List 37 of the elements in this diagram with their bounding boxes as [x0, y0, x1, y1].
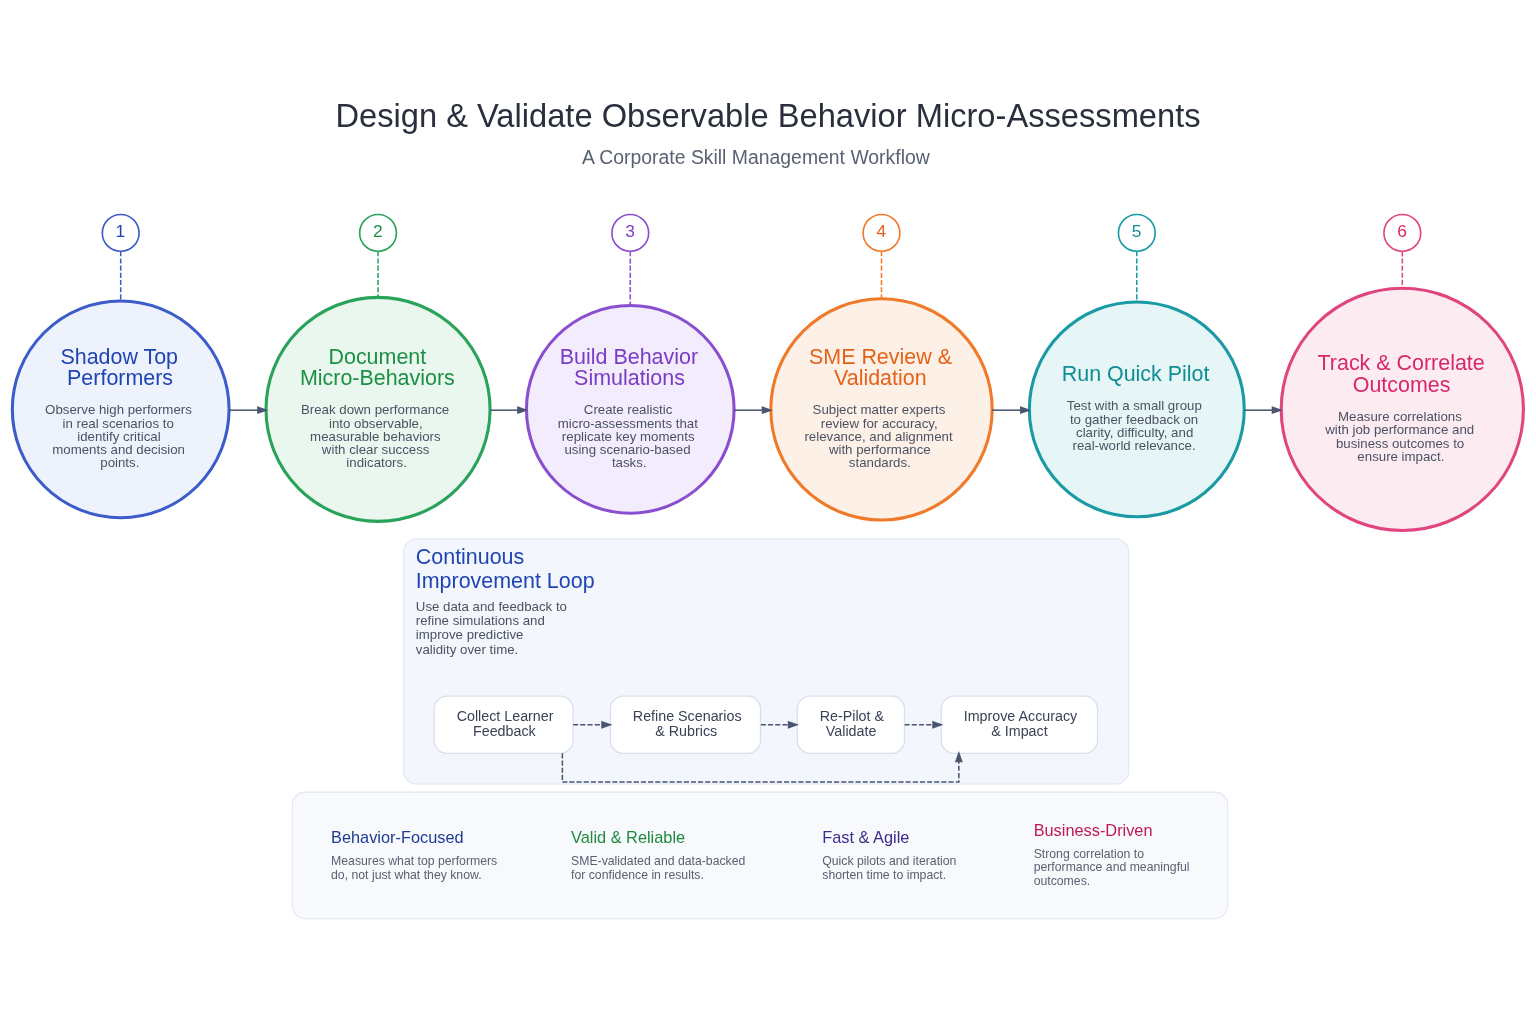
arrow	[903, 720, 944, 729]
node-circle: 6	[1383, 213, 1422, 253]
cluster	[291, 791, 1229, 920]
connector	[629, 250, 632, 307]
arrow	[572, 720, 613, 729]
node-text: Valid & Reliable SME-validated and data-backed for confidence in results.	[571, 827, 746, 882]
connector	[880, 250, 883, 300]
arrow	[561, 751, 963, 783]
arrow	[228, 406, 269, 415]
node-text: Behavior-Focused Measures what top performers do, not just what they know.	[331, 827, 498, 882]
node-circle: 3	[611, 213, 650, 253]
node-circle: 4	[862, 213, 901, 253]
node-box: Refine Scenarios & Rubrics	[609, 695, 762, 754]
connector	[1136, 250, 1138, 303]
node-circle: Document Micro-Behaviors Break down performance into observable, measurable behaviors with clear success indicators.	[264, 295, 492, 523]
node-text: Fast & Agile Quick pilots and iteration shorten time to impact.	[822, 827, 957, 882]
node-circle: SME Review & Validation Subject matter experts review for accuracy, relevance, and alignment with performance standards.	[769, 297, 994, 522]
node-box: Improve Accuracy & Impact	[940, 695, 1099, 754]
node-circle: 1	[101, 213, 140, 253]
arrow	[733, 406, 773, 415]
node-circle: Build Behavior Simulations Create realistic micro-assessments that replicate key moments using scenario-based tasks.	[524, 304, 736, 515]
label: A Corporate Skill Management Workflow	[582, 146, 930, 169]
node-circle: Track & Correlate Outcomes Measure correlations with job performance and business outcomes to ensure impact.	[1279, 286, 1525, 532]
node-text: Business-Driven Strong correlation to performance and meaningful outcomes.	[1033, 820, 1190, 888]
node-circle: Shadow Top Performers Observe high performers in real scenarios to identify critical moments and decision points.	[10, 299, 231, 520]
arrow	[1243, 406, 1283, 415]
node-circle: Run Quick Pilot Test with a small group to gather feedback on clarity, difficulty, and real-world relevance.	[1027, 300, 1246, 519]
connector	[119, 250, 122, 302]
arrow	[991, 406, 1032, 415]
node-circle: 2	[358, 213, 398, 253]
connector	[377, 250, 379, 298]
node-box: Re-Pilot & Validate	[796, 695, 906, 754]
diagram-title: Design & Validate Observable Behavior Micro-Assessments	[335, 97, 1201, 135]
node-circle: 5	[1117, 213, 1156, 253]
arrow	[489, 406, 529, 415]
arrow	[760, 720, 800, 729]
node-box: Collect Learner Feedback	[433, 695, 574, 754]
